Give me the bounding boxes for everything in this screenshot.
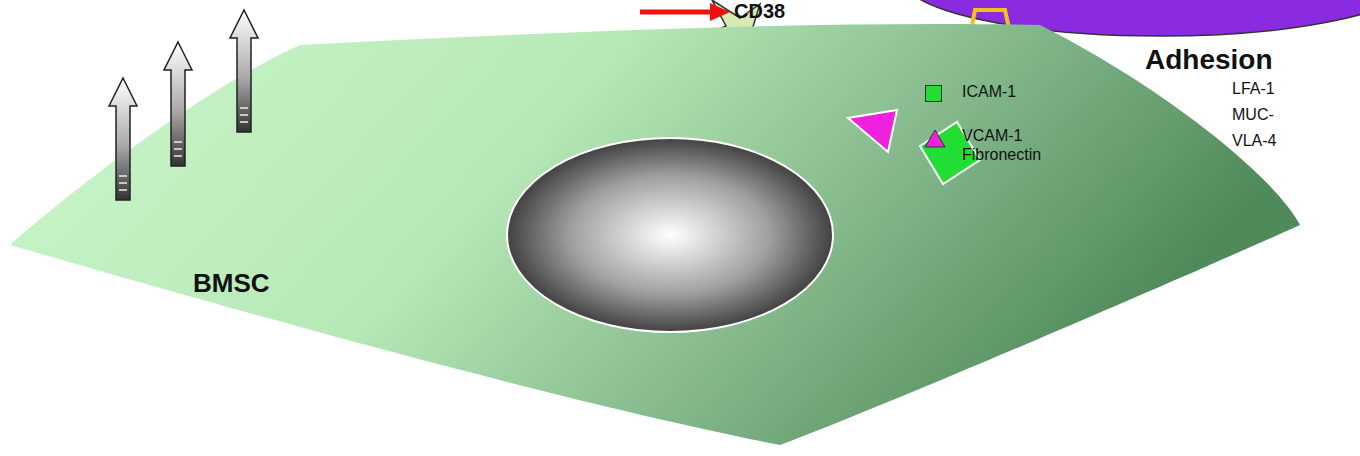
legend-entry: ICAM-1 (962, 82, 1162, 101)
antigen-name: CD38 (734, 0, 785, 23)
arrow-stripe (119, 175, 127, 177)
arrow-stripe (174, 141, 182, 143)
legend-entry: VCAM-1 Fibronectin (962, 126, 1062, 164)
nucleus (507, 138, 833, 332)
label-box: CD38 (734, 0, 785, 23)
section-heading: Adhesion (1145, 44, 1273, 76)
red-arrow-head (710, 3, 730, 21)
cell-name: BMSC (193, 268, 270, 299)
increase-arrow (164, 42, 192, 166)
up-arrows (109, 10, 258, 200)
arrow-stripe (119, 182, 127, 184)
legend-swatch (925, 85, 942, 102)
legend-text: ICAM-1 (962, 82, 1162, 101)
label-box: VLA-4 (1232, 132, 1276, 150)
legend-triangle (925, 130, 945, 147)
vcam-triangle (848, 110, 897, 152)
increase-arrow (230, 10, 258, 132)
legend-text: VCAM-1 Fibronectin (962, 126, 1062, 164)
arrow-stripe (240, 107, 248, 109)
arrow-stripe (240, 121, 248, 123)
arrow-stripe (174, 155, 182, 157)
cell-label-box: BMSC (193, 268, 270, 299)
ligand-name: MUC- (1232, 106, 1274, 124)
arrow-stripe (119, 189, 127, 191)
ligand-name: LFA-1 (1232, 80, 1275, 98)
increase-arrow (109, 78, 137, 200)
label-box: Adhesion (1145, 44, 1273, 76)
label-box: MUC- (1232, 106, 1274, 124)
arrow-stripe (174, 148, 182, 150)
arrow-stripe (240, 114, 248, 116)
cell-shape (10, 24, 1300, 445)
red-arrow (640, 10, 712, 15)
label-box: LFA-1 (1232, 80, 1275, 98)
ligand-name: VLA-4 (1232, 132, 1276, 150)
